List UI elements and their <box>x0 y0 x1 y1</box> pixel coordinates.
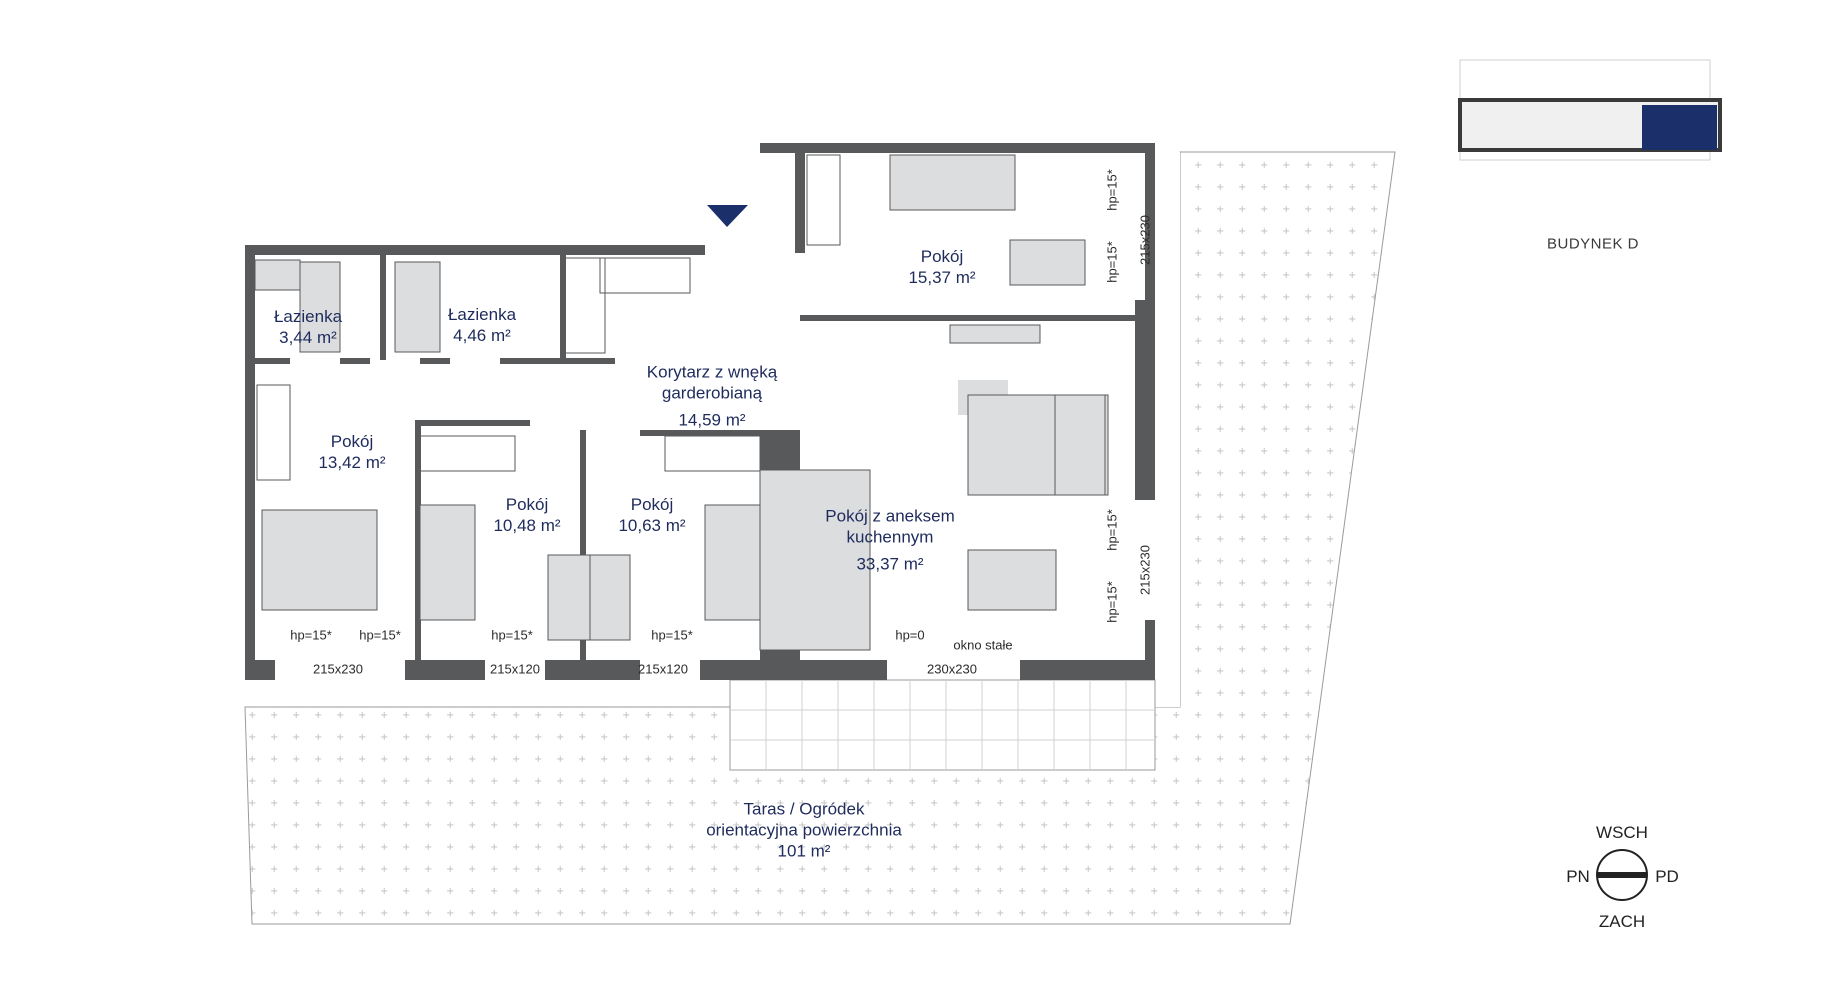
room-area: 10,63 m² <box>618 516 686 535</box>
room-name: Pokój <box>505 495 549 514</box>
window-height-label: hp=0 <box>895 627 925 643</box>
window-size-label: 215x230 <box>1137 545 1153 595</box>
window-size-label: 215x120 <box>490 661 540 677</box>
compass-south: PD <box>1655 867 1679 886</box>
room-name: Pokój <box>630 495 674 514</box>
compass-east: WSCH <box>1596 823 1648 842</box>
window-height-label: hp=15* <box>651 627 693 643</box>
window-height-label: hp=15* <box>359 627 401 643</box>
window-height-label: hp=15* <box>1104 509 1120 551</box>
room-name: Pokój <box>920 247 964 266</box>
compass-north: PN <box>1566 867 1590 886</box>
fixed-window-label: okno stałe <box>953 637 1013 653</box>
window-height-label: hp=15* <box>491 627 533 643</box>
window-height-label: hp=15* <box>1104 581 1120 623</box>
key-plan <box>1458 59 1722 161</box>
wardrobes <box>256 154 841 481</box>
room-label-living-kitchen: Pokój z aneksem kuchennym 33,37 m² <box>825 506 954 575</box>
compass-icon <box>1596 849 1648 901</box>
window-size-label: 230x230 <box>927 661 977 677</box>
room-name: Łazienka <box>273 307 343 326</box>
room-area: 3,44 m² <box>279 328 337 347</box>
room-name-line2: garderobianą <box>661 383 763 403</box>
compass-west: ZACH <box>1598 912 1646 931</box>
window-height-label: hp=15* <box>1104 169 1120 211</box>
building-label: BUDYNEK D <box>1546 235 1640 253</box>
window-size-label: 215x120 <box>638 661 688 677</box>
room-name-line1: Korytarz z wnęką <box>646 362 778 382</box>
furniture <box>254 154 1109 651</box>
room-label-bathroom-2: Łazienka 4,46 m² <box>448 304 516 346</box>
room-area: 15,37 m² <box>908 268 976 287</box>
room-area: 33,37 m² <box>856 554 924 574</box>
terrace-label: Taras / Ogródek orientacyjna powierzchni… <box>706 799 902 862</box>
room-label-room-west: Pokój 13,42 m² <box>318 431 385 473</box>
room-label-bathroom-1: Łazienka 3,44 m² <box>274 306 342 348</box>
room-area: 14,59 m² <box>678 410 746 430</box>
room-label-room-middle-2: Pokój 10,63 m² <box>618 494 685 536</box>
window-size-label: 215x230 <box>313 661 363 677</box>
terrace-area-value: 101 m² <box>777 841 831 861</box>
room-label-room-middle-1: Pokój 10,48 m² <box>493 494 560 536</box>
room-area: 10,48 m² <box>493 516 561 535</box>
window-size-label: 215x230 <box>1137 215 1153 265</box>
terrace-name: Taras / Ogródek <box>743 799 865 819</box>
room-label-room-north: Pokój 15,37 m² <box>908 246 975 288</box>
room-name-line1: Pokój z aneksem <box>825 506 955 526</box>
entrance-marker <box>707 205 748 227</box>
window-height-label: hp=15* <box>290 627 332 643</box>
room-name: Łazienka <box>447 305 517 324</box>
terrace-note: orientacyjna powierzchnia <box>706 820 902 840</box>
room-name: Pokój <box>330 432 374 451</box>
window-height-label: hp=15* <box>1104 241 1120 283</box>
room-label-corridor: Korytarz z wnęką garderobianą 14,59 m² <box>647 362 777 431</box>
room-area: 4,46 m² <box>453 326 511 345</box>
room-name-line2: kuchennym <box>846 527 934 547</box>
room-area: 13,42 m² <box>318 453 386 472</box>
